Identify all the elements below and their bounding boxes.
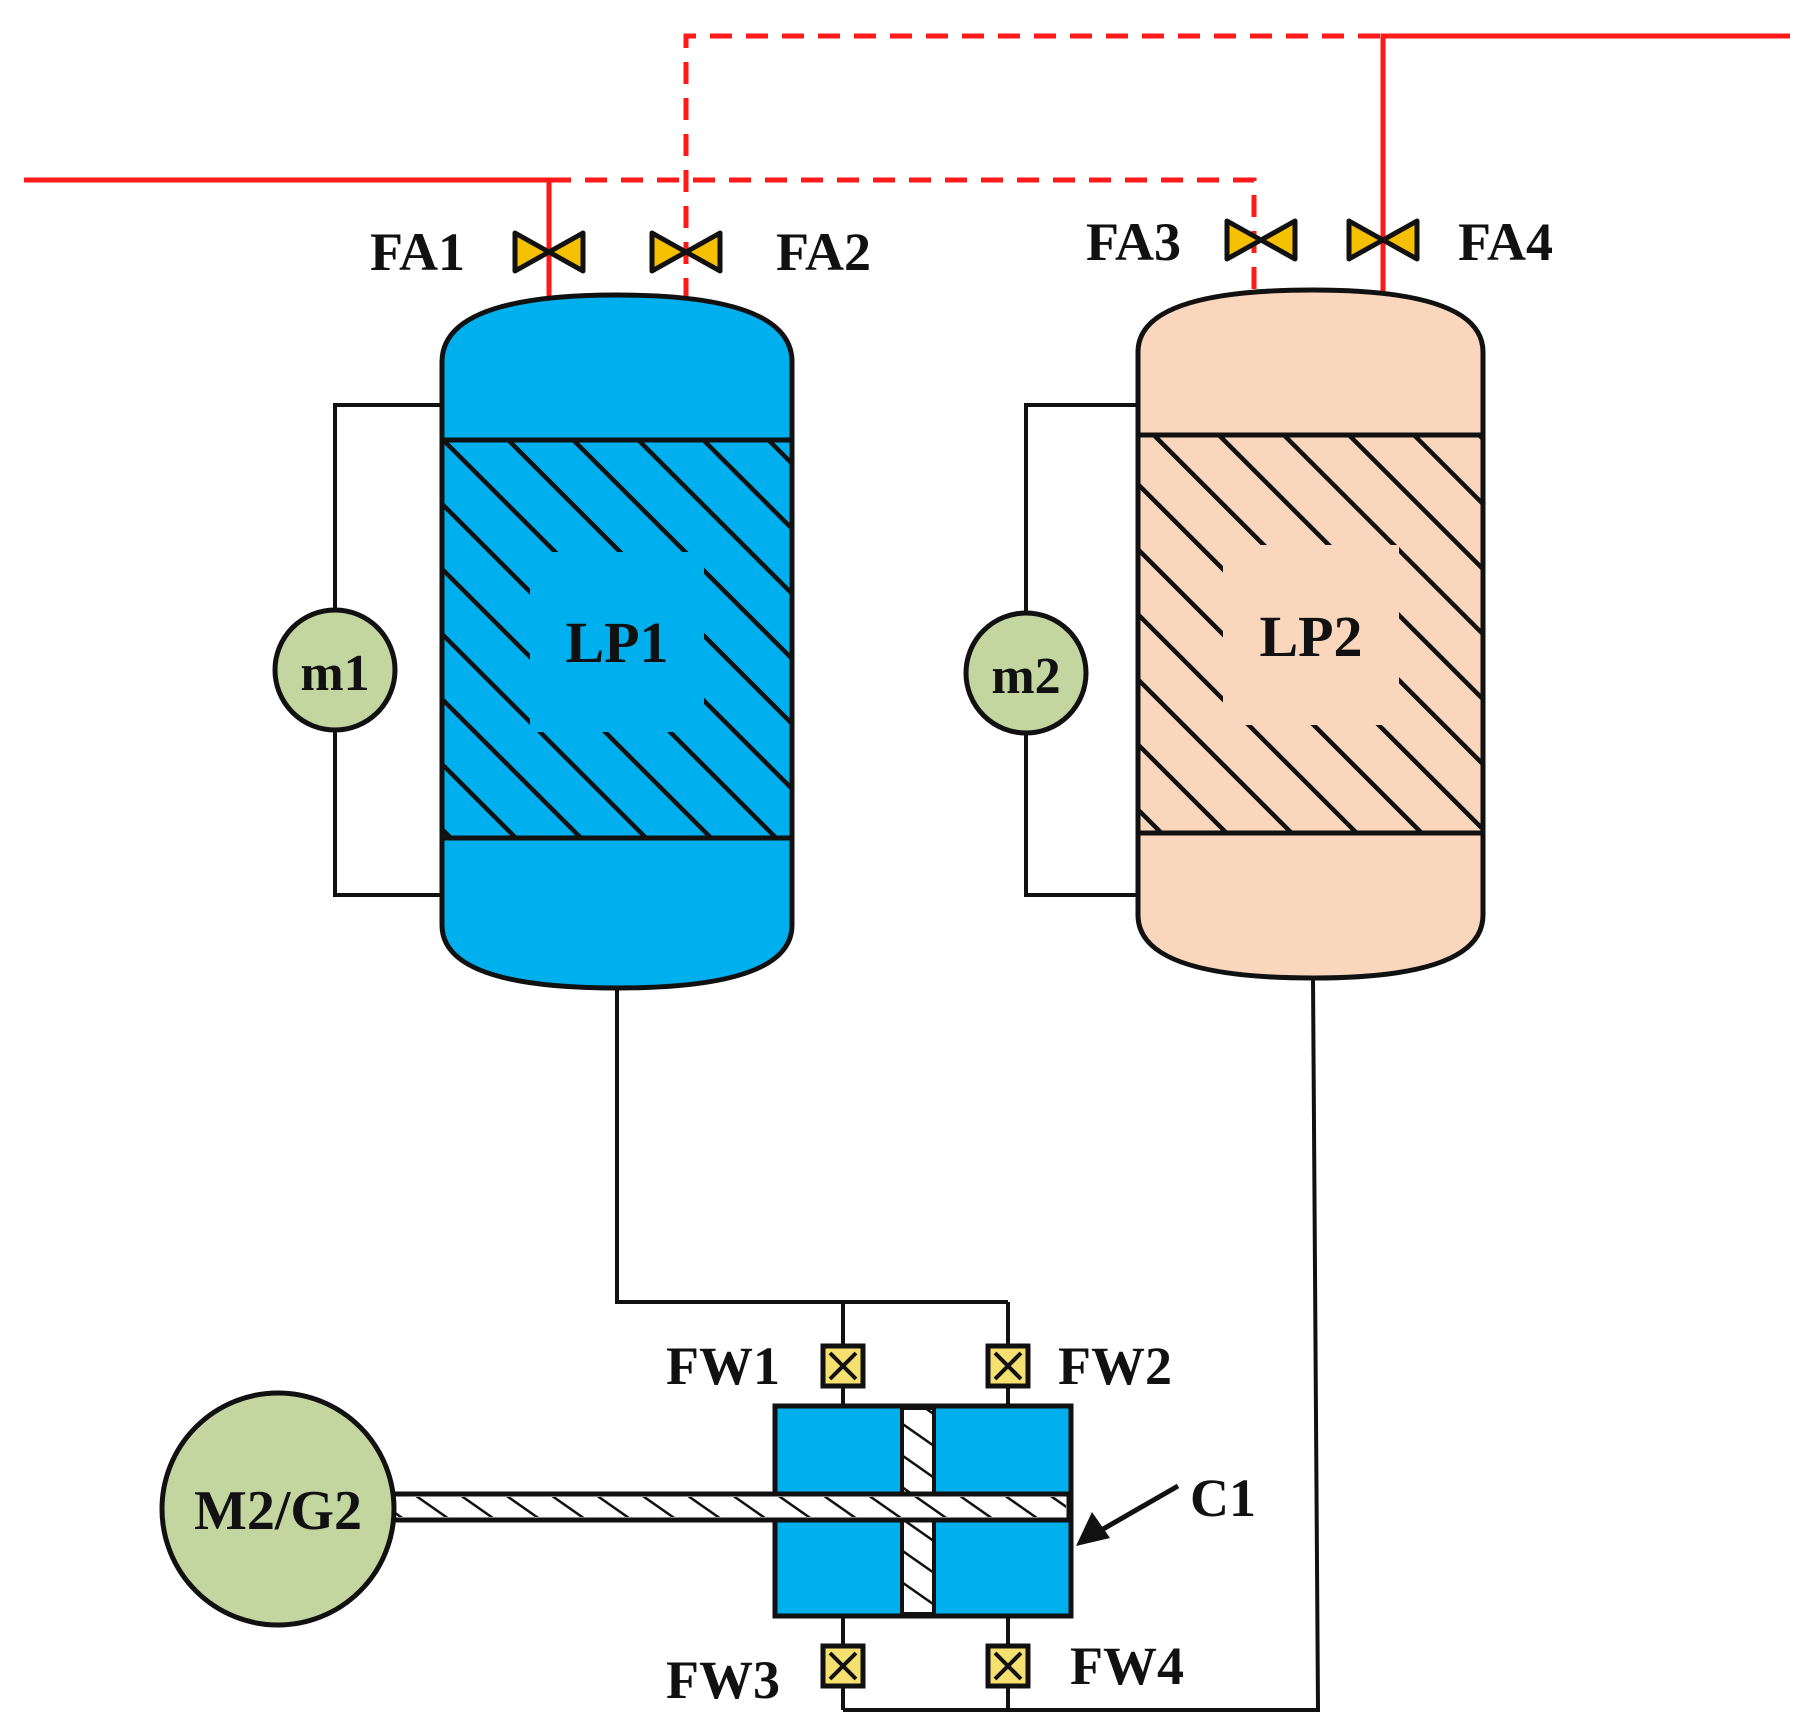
meter-m2[interactable]: m2 (963, 610, 1089, 736)
valve-fw3-label: FW3 (666, 1650, 780, 1710)
valve-fw1[interactable] (820, 1343, 866, 1389)
air-cross-line-fa2 (683, 33, 1383, 300)
vessel-lp2[interactable]: LP2 (1135, 287, 1486, 981)
callout-arrow-icon (1076, 1512, 1110, 1546)
valve-fw1-label: FW1 (666, 1336, 780, 1396)
meter-m1-label: m1 (300, 645, 369, 702)
valve-fw4-label: FW4 (1070, 1636, 1184, 1696)
valve-fa3-label: FA3 (1086, 212, 1181, 272)
meter-m1-wiring (333, 403, 442, 897)
drive-shaft (382, 1491, 1072, 1523)
vessel-lp1-label-box (530, 552, 704, 732)
valve-fa3[interactable] (1224, 218, 1298, 262)
vessel-lp2-label: LP2 (1259, 604, 1362, 669)
air-main-line-lp1 (24, 177, 552, 298)
valve-fw4[interactable] (985, 1643, 1031, 1689)
motor-generator-m2g2[interactable]: M2/G2 (159, 1390, 397, 1628)
valve-fw2-label: FW2 (1058, 1336, 1172, 1396)
air-main-line-lp2 (1380, 33, 1790, 292)
valve-fa4[interactable] (1346, 218, 1420, 262)
meter-m2-wiring (1024, 403, 1138, 897)
motor-generator-label: M2/G2 (194, 1480, 362, 1542)
valve-fa4-label: FA4 (1458, 212, 1553, 272)
cylinder-c1-callout: C1 (1076, 1468, 1256, 1546)
meter-m1[interactable]: m1 (272, 607, 398, 733)
vessel-lp2-label-box (1223, 545, 1399, 725)
air-cross-line-fa3 (549, 177, 1257, 292)
meter-m2-label: m2 (991, 648, 1060, 705)
valve-fa2-label: FA2 (776, 222, 871, 282)
valve-fa2[interactable] (649, 230, 723, 274)
valve-fw3[interactable] (820, 1643, 866, 1689)
valve-fa1-label: FA1 (370, 222, 465, 282)
vessel-lp1[interactable]: LP1 (439, 292, 795, 991)
cylinder-c1-label: C1 (1190, 1468, 1256, 1528)
air-pipe-network (24, 33, 1790, 300)
valve-fw2[interactable] (985, 1343, 1031, 1389)
valve-fa1[interactable] (512, 230, 586, 274)
vessel-lp1-label: LP1 (565, 610, 668, 675)
